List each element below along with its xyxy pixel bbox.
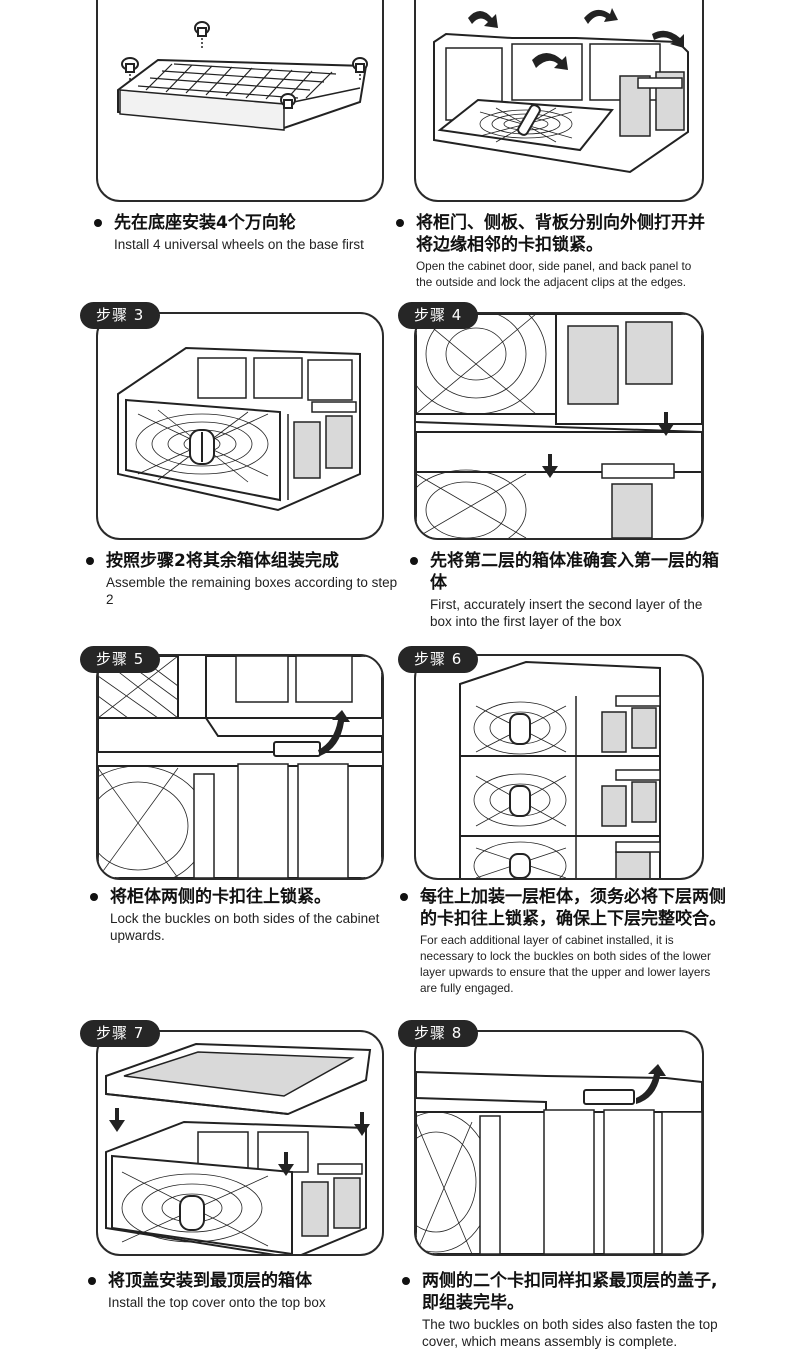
step-5-text-en: Lock the buckles on both sides of the ca… — [110, 910, 390, 944]
step-3-text-en: Assemble the remaining boxes according t… — [106, 574, 406, 608]
bullet-dot — [86, 557, 94, 565]
step-3-illustration-frame — [96, 312, 384, 540]
step-6-badge: 步骤 6 — [398, 646, 478, 673]
step-4-illustration-frame — [414, 312, 704, 540]
step-8-illustration-frame — [414, 1030, 704, 1256]
step-8-text-en: The two buckles on both sides also faste… — [422, 1316, 722, 1350]
fastening-top-cover-drawing — [416, 1032, 702, 1254]
bullet-dot — [400, 893, 408, 901]
step-5-caption: 将柜体两侧的卡扣往上锁紧。 Lock the buckles on both s… — [110, 886, 390, 944]
step-3-badge: 步骤 3 — [80, 302, 160, 329]
stacked-three-layers-drawing — [416, 656, 702, 878]
step-5-badge: 步骤 5 — [80, 646, 160, 673]
step-3-caption: 按照步骤2将其余箱体组装完成 Assemble the remaining bo… — [106, 550, 406, 608]
bullet-dot — [88, 1277, 96, 1285]
step-7-badge: 步骤 7 — [80, 1020, 160, 1047]
step-1-title-zh: 先在底座安装4个万向轮 — [114, 212, 384, 234]
locking-side-buckle-drawing — [98, 656, 382, 878]
assembled-box-drawing — [98, 314, 382, 538]
step-8-badge: 步骤 8 — [398, 1020, 478, 1047]
step-4-text-en: First, accurately insert the second laye… — [430, 596, 720, 630]
step-6-text-en: For each additional layer of cabinet ins… — [420, 932, 724, 996]
stacking-second-layer-drawing — [416, 314, 702, 538]
step-2-title-zh: 将柜门、侧板、背板分别向外侧打开并将边缘相邻的卡扣锁紧。 — [416, 212, 716, 256]
step-7-title-zh: 将顶盖安装到最顶层的箱体 — [108, 1270, 398, 1292]
bullet-dot — [90, 893, 98, 901]
step-6-illustration-frame — [414, 654, 704, 880]
bullet-dot — [410, 557, 418, 565]
step-1-illustration-frame — [96, 0, 384, 202]
step-3-title-zh: 按照步骤2将其余箱体组装完成 — [106, 550, 406, 572]
step-5-illustration-frame — [96, 654, 384, 880]
step-7-illustration-frame — [96, 1030, 384, 1256]
step-7-text-en: Install the top cover onto the top box — [108, 1294, 398, 1311]
bullet-dot — [396, 219, 404, 227]
base-with-wheels-drawing — [98, 0, 382, 200]
step-4-title-zh: 先将第二层的箱体准确套入第一层的箱体 — [430, 550, 720, 594]
step-8-title-zh: 两侧的二个卡扣同样扣紧最顶层的盖子,即组装完毕。 — [422, 1270, 722, 1314]
bullet-dot — [94, 219, 102, 227]
installing-top-cover-drawing — [98, 1032, 382, 1254]
step-2-text-en: Open the cabinet door, side panel, and b… — [416, 258, 710, 290]
step-5-title-zh: 将柜体两侧的卡扣往上锁紧。 — [110, 886, 390, 908]
step-1-caption: 先在底座安装4个万向轮 Install 4 universal wheels o… — [114, 212, 384, 253]
step-2-caption: 将柜门、侧板、背板分别向外侧打开并将边缘相邻的卡扣锁紧。 Open the ca… — [416, 212, 716, 290]
step-8-caption: 两侧的二个卡扣同样扣紧最顶层的盖子,即组装完毕。 The two buckles… — [422, 1270, 722, 1350]
step-7-caption: 将顶盖安装到最顶层的箱体 Install the top cover onto … — [108, 1270, 398, 1311]
step-6-caption: 每往上加装一层柜体，须务必将下层两侧的卡扣往上锁紧，确保上下层完整咬合。 For… — [420, 886, 730, 996]
step-1-text-en: Install 4 universal wheels on the base f… — [114, 236, 384, 253]
step-4-badge: 步骤 4 — [398, 302, 478, 329]
step-6-title-zh: 每往上加装一层柜体，须务必将下层两侧的卡扣往上锁紧，确保上下层完整咬合。 — [420, 886, 730, 930]
bullet-dot — [402, 1277, 410, 1285]
step-4-caption: 先将第二层的箱体准确套入第一层的箱体 First, accurately ins… — [430, 550, 720, 630]
step-2-illustration-frame — [414, 0, 704, 202]
opening-panels-drawing — [416, 0, 702, 200]
